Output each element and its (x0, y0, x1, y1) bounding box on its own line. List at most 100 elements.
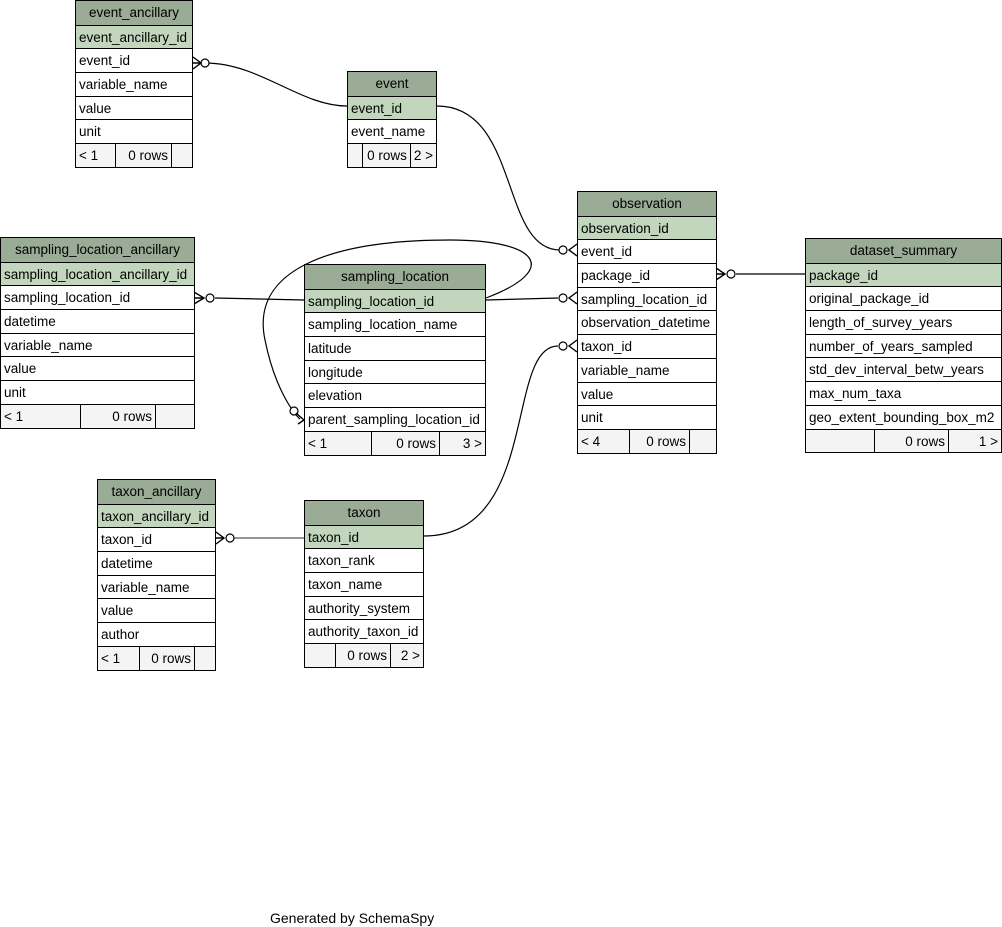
table-column: observation_datetime (578, 310, 716, 334)
parents-count: < 1 (79, 148, 99, 164)
table-column: taxon_id (578, 334, 716, 358)
table-column: latitude (305, 336, 485, 360)
optional-marker (558, 245, 568, 255)
table-column: authority_system (305, 595, 423, 620)
table-column: unit (1, 380, 194, 404)
primary-key-column: event_ancillary_id (76, 24, 192, 49)
table-dataset-summary[interactable]: dataset_summary package_id original_pack… (805, 238, 1002, 454)
table-column: taxon_name (305, 572, 423, 596)
table-column: author (98, 622, 215, 646)
table-column: value (1, 356, 194, 380)
table-footer: < 1 0 rows (1, 403, 194, 428)
primary-key-column: observation_id (578, 215, 716, 240)
table-footer: < 1 0 rows (98, 645, 215, 670)
table-taxon-ancillary[interactable]: taxon_ancillary taxon_ancillary_id taxon… (97, 479, 216, 671)
row-count: 0 rows (874, 429, 948, 453)
parents-count: < 1 (308, 435, 328, 451)
table-footer: 0 rows 2 > (305, 643, 423, 667)
table-sampling-location[interactable]: sampling_location sampling_location_id s… (304, 264, 486, 456)
table-column: value (578, 381, 716, 406)
table-column: taxon_rank (305, 548, 423, 572)
row-count: 0 rows (361, 144, 410, 167)
table-column: package_id (578, 263, 716, 287)
table-footer: 0 rows 2 > (348, 143, 436, 167)
optional-marker (225, 533, 235, 543)
table-event[interactable]: event event_id event_name 0 rows 2 > (347, 71, 437, 168)
table-column: geo_extent_bounding_box_m2 (806, 404, 1001, 429)
table-column: unit (578, 405, 716, 429)
table-sampling-location-ancillary[interactable]: sampling_location_ancillary sampling_loc… (0, 237, 195, 429)
crowfoot-marker (192, 56, 203, 70)
table-title: observation (578, 192, 716, 216)
parents-count: < 1 (101, 650, 121, 666)
parents-count (806, 430, 874, 453)
table-column: datetime (98, 551, 215, 575)
primary-key-column: event_id (348, 95, 436, 120)
row-count: 0 rows (335, 644, 390, 667)
generator-credit: Generated by SchemaSpy (270, 910, 435, 926)
primary-key-column: taxon_id (305, 524, 423, 549)
table-title: taxon (305, 501, 423, 525)
table-taxon[interactable]: taxon taxon_id taxon_rank taxon_name aut… (304, 500, 424, 668)
table-title: sampling_location (305, 265, 485, 289)
table-title: dataset_summary (806, 239, 1001, 263)
row-count: 0 rows (371, 431, 439, 455)
edge-observation-sampling-location (485, 297, 559, 301)
table-footer: < 1 0 rows (76, 143, 192, 167)
table-column: max_num_taxa (806, 381, 1001, 405)
row-count: 0 rows (629, 429, 689, 453)
table-event-ancillary[interactable]: event_ancillary event_ancillary_id event… (75, 0, 193, 168)
row-count: 0 rows (115, 144, 171, 167)
table-column: event_id (76, 48, 192, 72)
children-count (194, 646, 215, 670)
primary-key-column: sampling_location_ancillary_id (1, 261, 194, 286)
optional-marker (558, 293, 568, 303)
children-count: 3 > (439, 431, 485, 455)
table-column: variable_name (578, 357, 716, 382)
crowfoot-marker (193, 291, 206, 305)
children-count (171, 144, 192, 167)
children-count (689, 429, 716, 453)
edge-observation-event (436, 105, 561, 251)
parents-count: < 4 (581, 433, 601, 449)
table-column: sampling_location_id (578, 286, 716, 311)
parents-count: < 1 (4, 408, 24, 424)
table-column: event_id (578, 239, 716, 263)
children-count: 2 > (390, 644, 423, 667)
optional-marker (200, 58, 210, 68)
edge-sampling-location-ancillary (214, 297, 305, 301)
table-column: event_name (348, 119, 436, 143)
parents-count (348, 144, 362, 167)
table-footer: < 4 0 rows (578, 428, 716, 453)
optional-marker (558, 341, 568, 351)
table-column: sampling_location_name (305, 312, 485, 336)
crowfoot-marker (567, 339, 578, 353)
table-column: taxon_id (98, 527, 215, 551)
table-column: std_dev_interval_betw_years (806, 357, 1001, 381)
children-count: 2 > (409, 144, 436, 167)
optional-marker (205, 293, 215, 303)
table-observation[interactable]: observation observation_id event_id pack… (577, 191, 717, 454)
crowfoot-marker (215, 531, 226, 545)
row-count: 0 rows (139, 646, 194, 670)
primary-key-column: taxon_ancillary_id (98, 503, 215, 528)
edge-event-ancillary-event (204, 62, 348, 107)
crowfoot-marker (715, 267, 727, 281)
children-count: 1 > (948, 429, 1001, 453)
table-column: variable_name (76, 72, 192, 96)
table-column: original_package_id (806, 286, 1001, 310)
crowfoot-marker (567, 291, 578, 305)
table-column: variable_name (1, 332, 194, 357)
table-column: longitude (305, 359, 485, 384)
table-column: parent_sampling_location_id (305, 407, 485, 431)
table-column: authority_taxon_id (305, 619, 423, 643)
children-count (155, 404, 194, 428)
primary-key-column: sampling_location_id (305, 288, 485, 313)
table-column: sampling_location_id (1, 285, 194, 309)
table-column: unit (76, 119, 192, 143)
crowfoot-marker (567, 243, 578, 257)
table-title: event_ancillary (76, 1, 192, 25)
table-footer: 0 rows 1 > (806, 428, 1001, 453)
parents-count (305, 644, 335, 667)
row-count: 0 rows (80, 404, 155, 428)
